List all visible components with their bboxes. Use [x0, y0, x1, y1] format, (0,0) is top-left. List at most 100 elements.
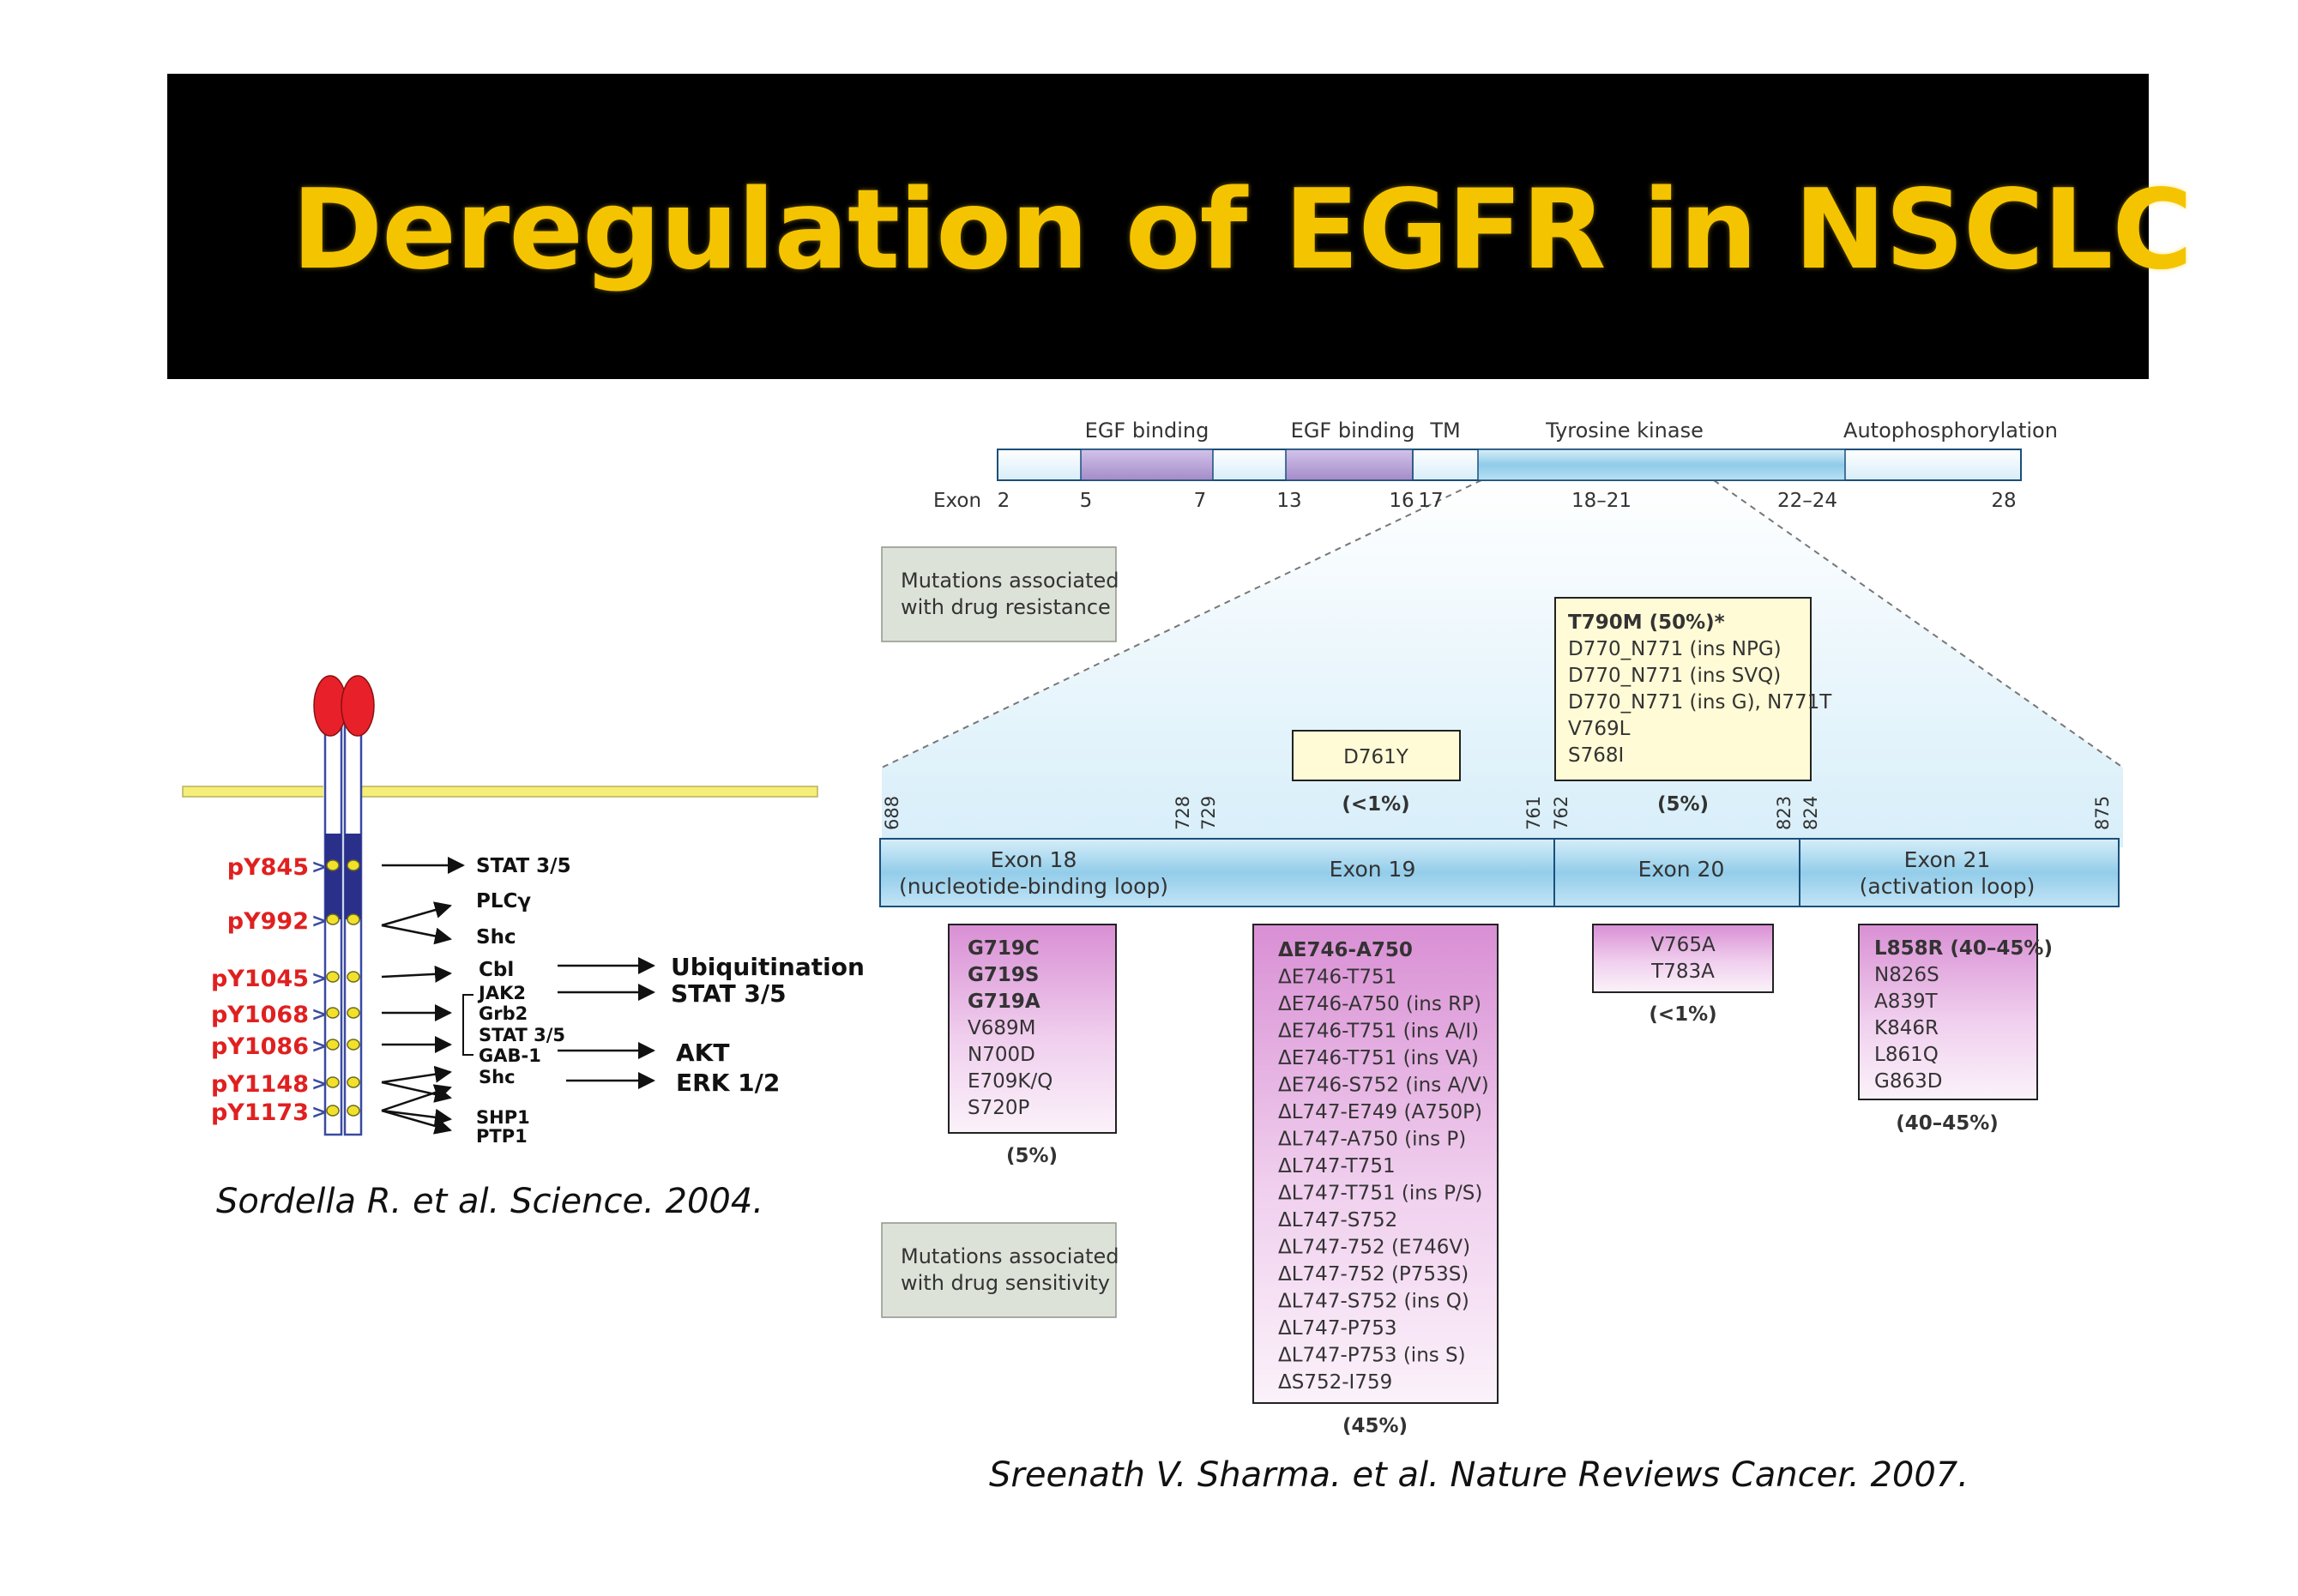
mutation-entry: K846R — [1874, 1017, 1939, 1039]
legend-resistance-box — [881, 546, 1117, 642]
mutation-entry: ΔE746-S752 (ins A/V) — [1278, 1075, 1489, 1097]
right-citation: Sreenath V. Sharma. et al. Nature Review… — [989, 1455, 1969, 1495]
tyrosine-kinase-domain — [1477, 449, 1846, 481]
egf-binding-domain-2 — [1285, 449, 1414, 481]
effector-cbl: Cbl — [479, 959, 514, 981]
exon-tick: 16 — [1389, 490, 1414, 512]
mutation-entry: L861Q — [1874, 1044, 1939, 1066]
mutation-entry: ΔL747-T751 (ins P/S) — [1278, 1183, 1482, 1205]
phospho-tick-mark: > — [311, 857, 327, 878]
phospho-site-label: pY1045 — [211, 966, 309, 992]
mutation-entry: ΔL747-752 (E746V) — [1278, 1237, 1470, 1259]
resistance-box-exon19 — [1292, 730, 1461, 781]
outcome-ubiquitination: Ubiquitination — [671, 953, 865, 981]
phospho-site-label: pY1086 — [211, 1033, 309, 1060]
mutation-entry: T783A — [1650, 961, 1715, 983]
phosphotyrosine-dot-left — [326, 1076, 340, 1088]
signaling-arrows — [381, 857, 655, 1135]
phospho-site-label: pY1148 — [211, 1071, 309, 1098]
egfr-mutation-map: EGF binding EGF binding TM Tyrosine kina… — [879, 419, 2124, 1437]
phospho-tick-mark: > — [311, 1102, 327, 1123]
phosphotyrosine-dot-left — [326, 1105, 340, 1117]
mutation-entry: G863D — [1874, 1070, 1942, 1093]
phosphotyrosine-dot-right — [347, 1076, 360, 1088]
codon-number: 824 — [1800, 796, 1821, 830]
mutation-entry: D770_N771 (ins G), N771T — [1568, 691, 1832, 714]
mutation-frequency: (45%) — [1342, 1415, 1408, 1437]
phosphotyrosine-dots — [326, 859, 360, 1117]
domain-egf-binding-1: EGF binding — [1085, 419, 1209, 443]
exon-labels: Exon 18 (nucleotide-binding loop) Exon 1… — [899, 847, 2035, 899]
exon-21-label: Exon 21 — [1904, 847, 1991, 872]
mutation-frequency: (<1%) — [1342, 793, 1409, 816]
legend-resistance-line2: with drug resistance — [901, 595, 1111, 619]
mutation-entry: ΔL747-E749 (A750P) — [1278, 1101, 1482, 1123]
mutation-entry: ΔL747-P753 — [1278, 1317, 1397, 1340]
codon-number: 728 — [1173, 796, 1193, 830]
mutation-entry: ΔL747-752 (P753S) — [1278, 1263, 1469, 1286]
mutation-frequency: (5%) — [1006, 1145, 1058, 1167]
adapter-bracket — [462, 994, 473, 1056]
codon-number: 688 — [882, 796, 902, 830]
effector-jak2: JAK2 — [477, 983, 526, 1003]
domain-tm: TM — [1429, 419, 1460, 443]
codon-number: 729 — [1198, 796, 1219, 830]
domain-egf-binding-2: EGF binding — [1291, 419, 1415, 443]
phosphotyrosine-dot-left — [326, 971, 340, 983]
sensitivity-box-exon18 — [948, 924, 1117, 1134]
domain-labels: EGF binding EGF binding TM Tyrosine kina… — [1085, 419, 2058, 443]
legend-resistance-line1: Mutations associated — [901, 569, 1119, 593]
phosphotyrosine-dot-right — [347, 913, 360, 925]
phosphotyrosine-dot-left — [326, 859, 340, 871]
exon-19-label: Exon 19 — [1330, 857, 1416, 882]
phosphotyrosine-dot-right — [347, 971, 360, 983]
effector-shc-top: Shc — [476, 926, 516, 949]
exon-tick: 28 — [1991, 490, 2016, 512]
phosphotyrosine-dot-right — [347, 1105, 360, 1117]
outcome-stat35: STAT 3/5 — [671, 979, 787, 1008]
exon-row-label: Exon — [933, 490, 981, 512]
phosphotyrosine-dot-right — [347, 859, 360, 871]
mutation-entry: N826S — [1874, 964, 1939, 986]
effector-stat35-mid: STAT 3/5 — [479, 1025, 565, 1045]
title-banner — [167, 74, 2149, 379]
egf-binding-domain-1 — [1080, 449, 1214, 481]
outcome-labels: Ubiquitination STAT 3/5 AKT ERK 1/2 — [671, 953, 865, 1097]
codon-number: 762 — [1551, 796, 1571, 830]
sensitivity-box-exon19 — [1252, 924, 1499, 1404]
domain-tyrosine-kinase: Tyrosine kinase — [1545, 419, 1704, 443]
phospho-site-label: pY992 — [227, 908, 309, 935]
receptor-chain-right — [343, 717, 363, 1136]
exon-tick: 18–21 — [1571, 490, 1632, 512]
kinase-domain-left — [325, 834, 341, 919]
mutation-entry: V769L — [1568, 718, 1631, 740]
mutation-entry: A839T — [1874, 991, 1939, 1013]
exon-tick: 2 — [998, 490, 1010, 512]
exon-tick: 13 — [1276, 490, 1301, 512]
mutation-entry: G719S — [968, 964, 1039, 986]
mutation-entry: ΔE746-T751 — [1278, 967, 1396, 989]
phosphotyrosine-dot-left — [326, 1007, 340, 1019]
exon-tick: 17 — [1418, 490, 1443, 512]
exon-number-row: Exon 2 5 7 13 16 17 18–21 22–24 28 — [933, 490, 2017, 512]
phospho-site-label: pY1173 — [211, 1099, 309, 1126]
phospho-tick-mark: > — [311, 1004, 327, 1026]
exon-18-label: Exon 18 — [991, 847, 1077, 872]
codon-number: 875 — [2092, 796, 2113, 830]
effector-grb2: Grb2 — [479, 1003, 528, 1024]
phosphotyrosine-dot-right — [347, 1007, 360, 1019]
mutation-entry: ΔE746-A750 (ins RP) — [1278, 993, 1481, 1015]
mutation-entry: ΔL747-S752 — [1278, 1209, 1397, 1232]
mutation-entry: N700D — [968, 1044, 1035, 1066]
effector-plcg: PLCγ — [476, 890, 531, 912]
mutation-entry: ΔE746-A750 — [1278, 939, 1413, 961]
left-citation: Sordella R. et al. Science. 2004. — [216, 1182, 764, 1221]
slide-title: Deregulation of EGFR in NSCLC — [292, 166, 2192, 294]
phospho-site-label: pY1068 — [211, 1002, 309, 1028]
effector-shc-bottom: Shc — [479, 1067, 516, 1087]
effector-stat35-top: STAT 3/5 — [476, 855, 571, 877]
resistance-box-exon20 — [1554, 597, 1812, 781]
phosphotyrosine-dot-left — [326, 1039, 340, 1051]
